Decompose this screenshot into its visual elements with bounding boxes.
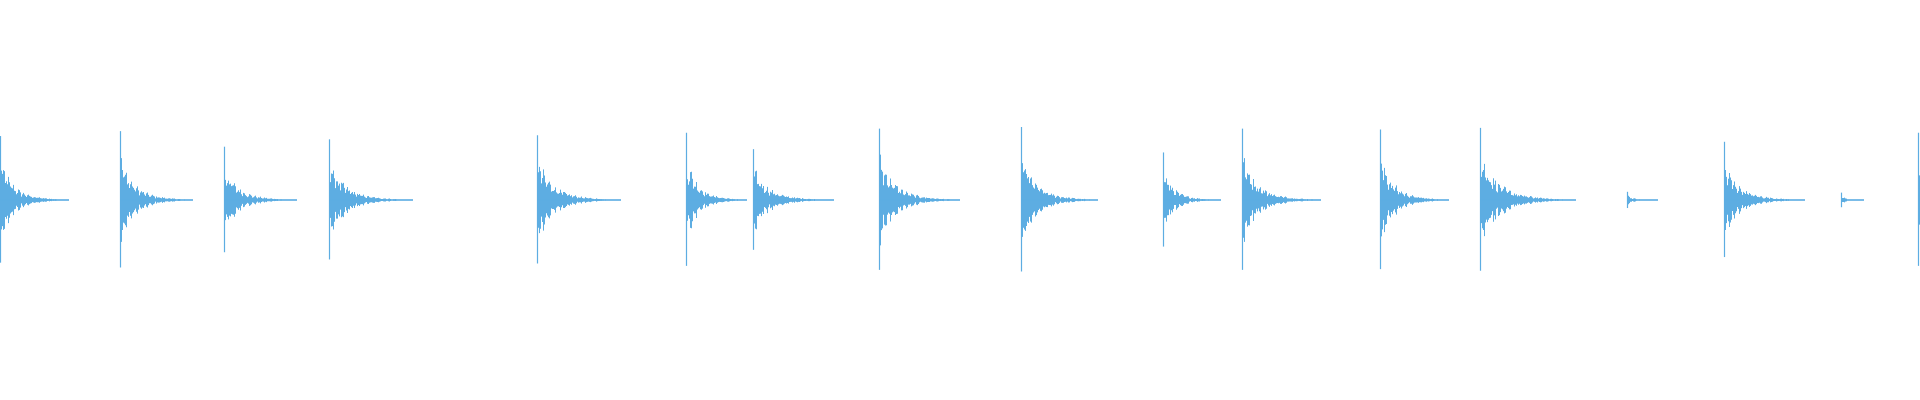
waveform-transient: [0, 136, 69, 263]
waveform-transient: [1241, 128, 1321, 270]
waveform-transient: [1840, 192, 1864, 208]
waveform-transient: [1626, 191, 1658, 209]
waveform-transient: [1379, 129, 1449, 270]
waveform-transient: [1479, 127, 1576, 271]
waveform-transient: [119, 131, 193, 268]
waveform-transient: [223, 146, 297, 253]
waveform-transient: [536, 135, 621, 264]
waveform-transient: [878, 128, 960, 270]
waveform-transient: [1020, 127, 1098, 272]
waveform-transient: [752, 149, 834, 250]
waveform-transient: [1723, 141, 1805, 258]
waveform-transient: [685, 132, 747, 266]
waveform-transient: [1162, 152, 1221, 247]
waveform-transient: [328, 139, 413, 260]
